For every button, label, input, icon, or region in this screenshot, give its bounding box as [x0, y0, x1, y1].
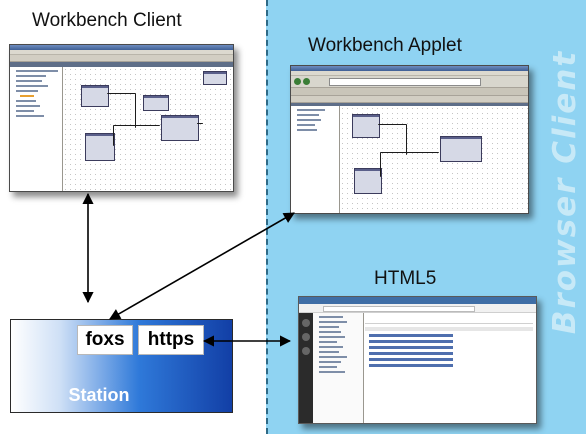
window-title-bar: [291, 66, 528, 71]
rail-icon: [302, 333, 310, 341]
address-bar: [323, 306, 475, 312]
logic-block: [143, 95, 169, 111]
window-menu-bar: [291, 71, 528, 76]
wiresheet-canvas: [340, 106, 528, 213]
table-row: [369, 364, 453, 367]
nav-tree: [291, 106, 340, 213]
browser-address-row: [299, 304, 536, 313]
rail-icon: [302, 347, 310, 355]
station-name: Station: [68, 385, 130, 405]
wire: [380, 152, 439, 177]
workbench-client-title: Workbench Client: [32, 10, 182, 31]
logic-block: [161, 115, 199, 141]
wire: [113, 125, 160, 146]
rail-icon: [302, 319, 310, 327]
html5-title: HTML5: [374, 268, 437, 289]
wiresheet-canvas: [63, 67, 233, 191]
https-label: https: [138, 325, 204, 355]
window-title-bar: [299, 297, 536, 304]
foxs-applet-arrow: [109, 212, 295, 320]
nav-tree: [313, 313, 364, 423]
back-icon: [294, 78, 301, 85]
applet-toolbar: [291, 96, 528, 103]
system-table: [365, 327, 533, 367]
html5-window: [298, 296, 537, 424]
workbench-applet-window: [290, 65, 529, 214]
window-menu-bar: [10, 50, 233, 55]
wire: [107, 93, 136, 128]
table-header: [365, 327, 533, 331]
logic-block: [203, 71, 227, 85]
table-toolbar: [365, 317, 533, 324]
wire: [197, 123, 203, 124]
workbench-client-window: [9, 44, 234, 192]
table-row: [369, 358, 453, 361]
window-toolbar: [10, 55, 233, 62]
address-bar: [329, 78, 481, 86]
logic-block: [440, 136, 482, 162]
table-row: [369, 340, 453, 343]
logic-block: [352, 114, 380, 138]
table-row: [369, 346, 453, 349]
browser-nav-bar: [291, 76, 528, 88]
logic-block: [81, 85, 109, 107]
workbench-applet-title: Workbench Applet: [308, 35, 462, 56]
table-row: [369, 352, 453, 355]
window-location-bar: [10, 62, 233, 67]
forward-icon: [303, 78, 310, 85]
logic-block: [354, 168, 382, 194]
applet-location-bar: [291, 103, 528, 108]
nav-tree: [10, 67, 63, 191]
side-rail: [299, 313, 313, 423]
browser-tab-bar: [291, 88, 528, 96]
foxs-label: foxs: [77, 325, 133, 355]
logic-block: [85, 133, 115, 161]
wire: [378, 124, 407, 155]
table-row: [369, 334, 453, 337]
window-title-bar: [10, 45, 233, 50]
